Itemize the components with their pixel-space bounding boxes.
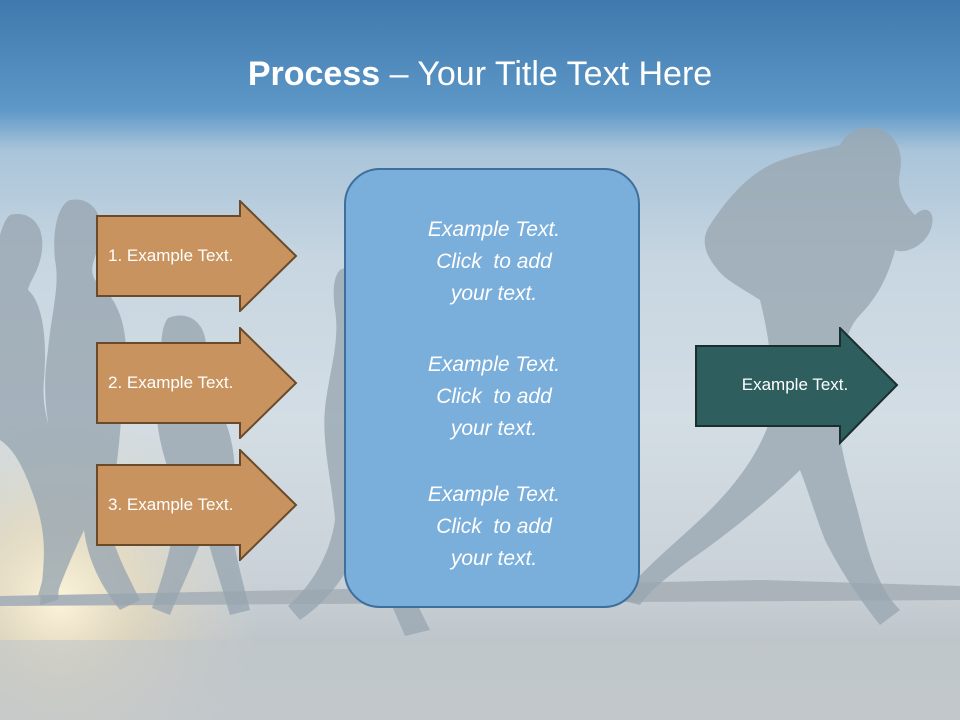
- panel-paragraph-1: Example Text. Click to add your text.: [346, 214, 642, 310]
- left-arrow-3-label: 3. Example Text.: [108, 495, 234, 514]
- runner-silhouette-1: [0, 214, 72, 605]
- left-arrow-1[interactable]: 1. Example Text.: [96, 200, 298, 312]
- right-arrow-label: Example Text.: [741, 375, 849, 394]
- runner-silhouette-2: [38, 199, 140, 611]
- slide-title: Process – Your Title Text Here: [0, 52, 960, 96]
- left-arrow-3[interactable]: 3. Example Text.: [96, 449, 298, 561]
- left-arrow-1-label: 1. Example Text.: [108, 246, 234, 265]
- arrow-shape: [695, 327, 899, 445]
- left-arrow-2[interactable]: 2. Example Text.: [96, 327, 298, 439]
- paragraph-line: Example Text.: [427, 218, 561, 241]
- panel-paragraph-2: Example Text. Click to add your text.: [346, 349, 642, 445]
- paragraph-line: your text.: [450, 282, 538, 305]
- arrow-shape: [96, 200, 298, 312]
- title-rest: – Your Title Text Here: [380, 55, 713, 93]
- paragraph-line: Example Text.: [427, 483, 561, 506]
- paragraph-line: Click to add: [436, 250, 552, 273]
- ground: [0, 640, 960, 720]
- paragraph-line: Example Text.: [427, 353, 561, 376]
- paragraph-line: your text.: [450, 547, 538, 570]
- paragraph-line: Click to add: [436, 385, 552, 408]
- panel-paragraph-3: Example Text. Click to add your text.: [346, 479, 642, 575]
- paragraph-line: your text.: [450, 417, 538, 440]
- title-bold: Process: [247, 55, 381, 93]
- left-arrow-2-label: 2. Example Text.: [108, 373, 234, 392]
- paragraph-line: Click to add: [436, 515, 552, 538]
- arrow-shape: [96, 449, 298, 561]
- right-arrow[interactable]: Example Text.: [695, 327, 899, 445]
- center-text-panel[interactable]: Example Text. Click to add your text. Ex…: [344, 168, 640, 608]
- arrow-shape: [96, 327, 298, 439]
